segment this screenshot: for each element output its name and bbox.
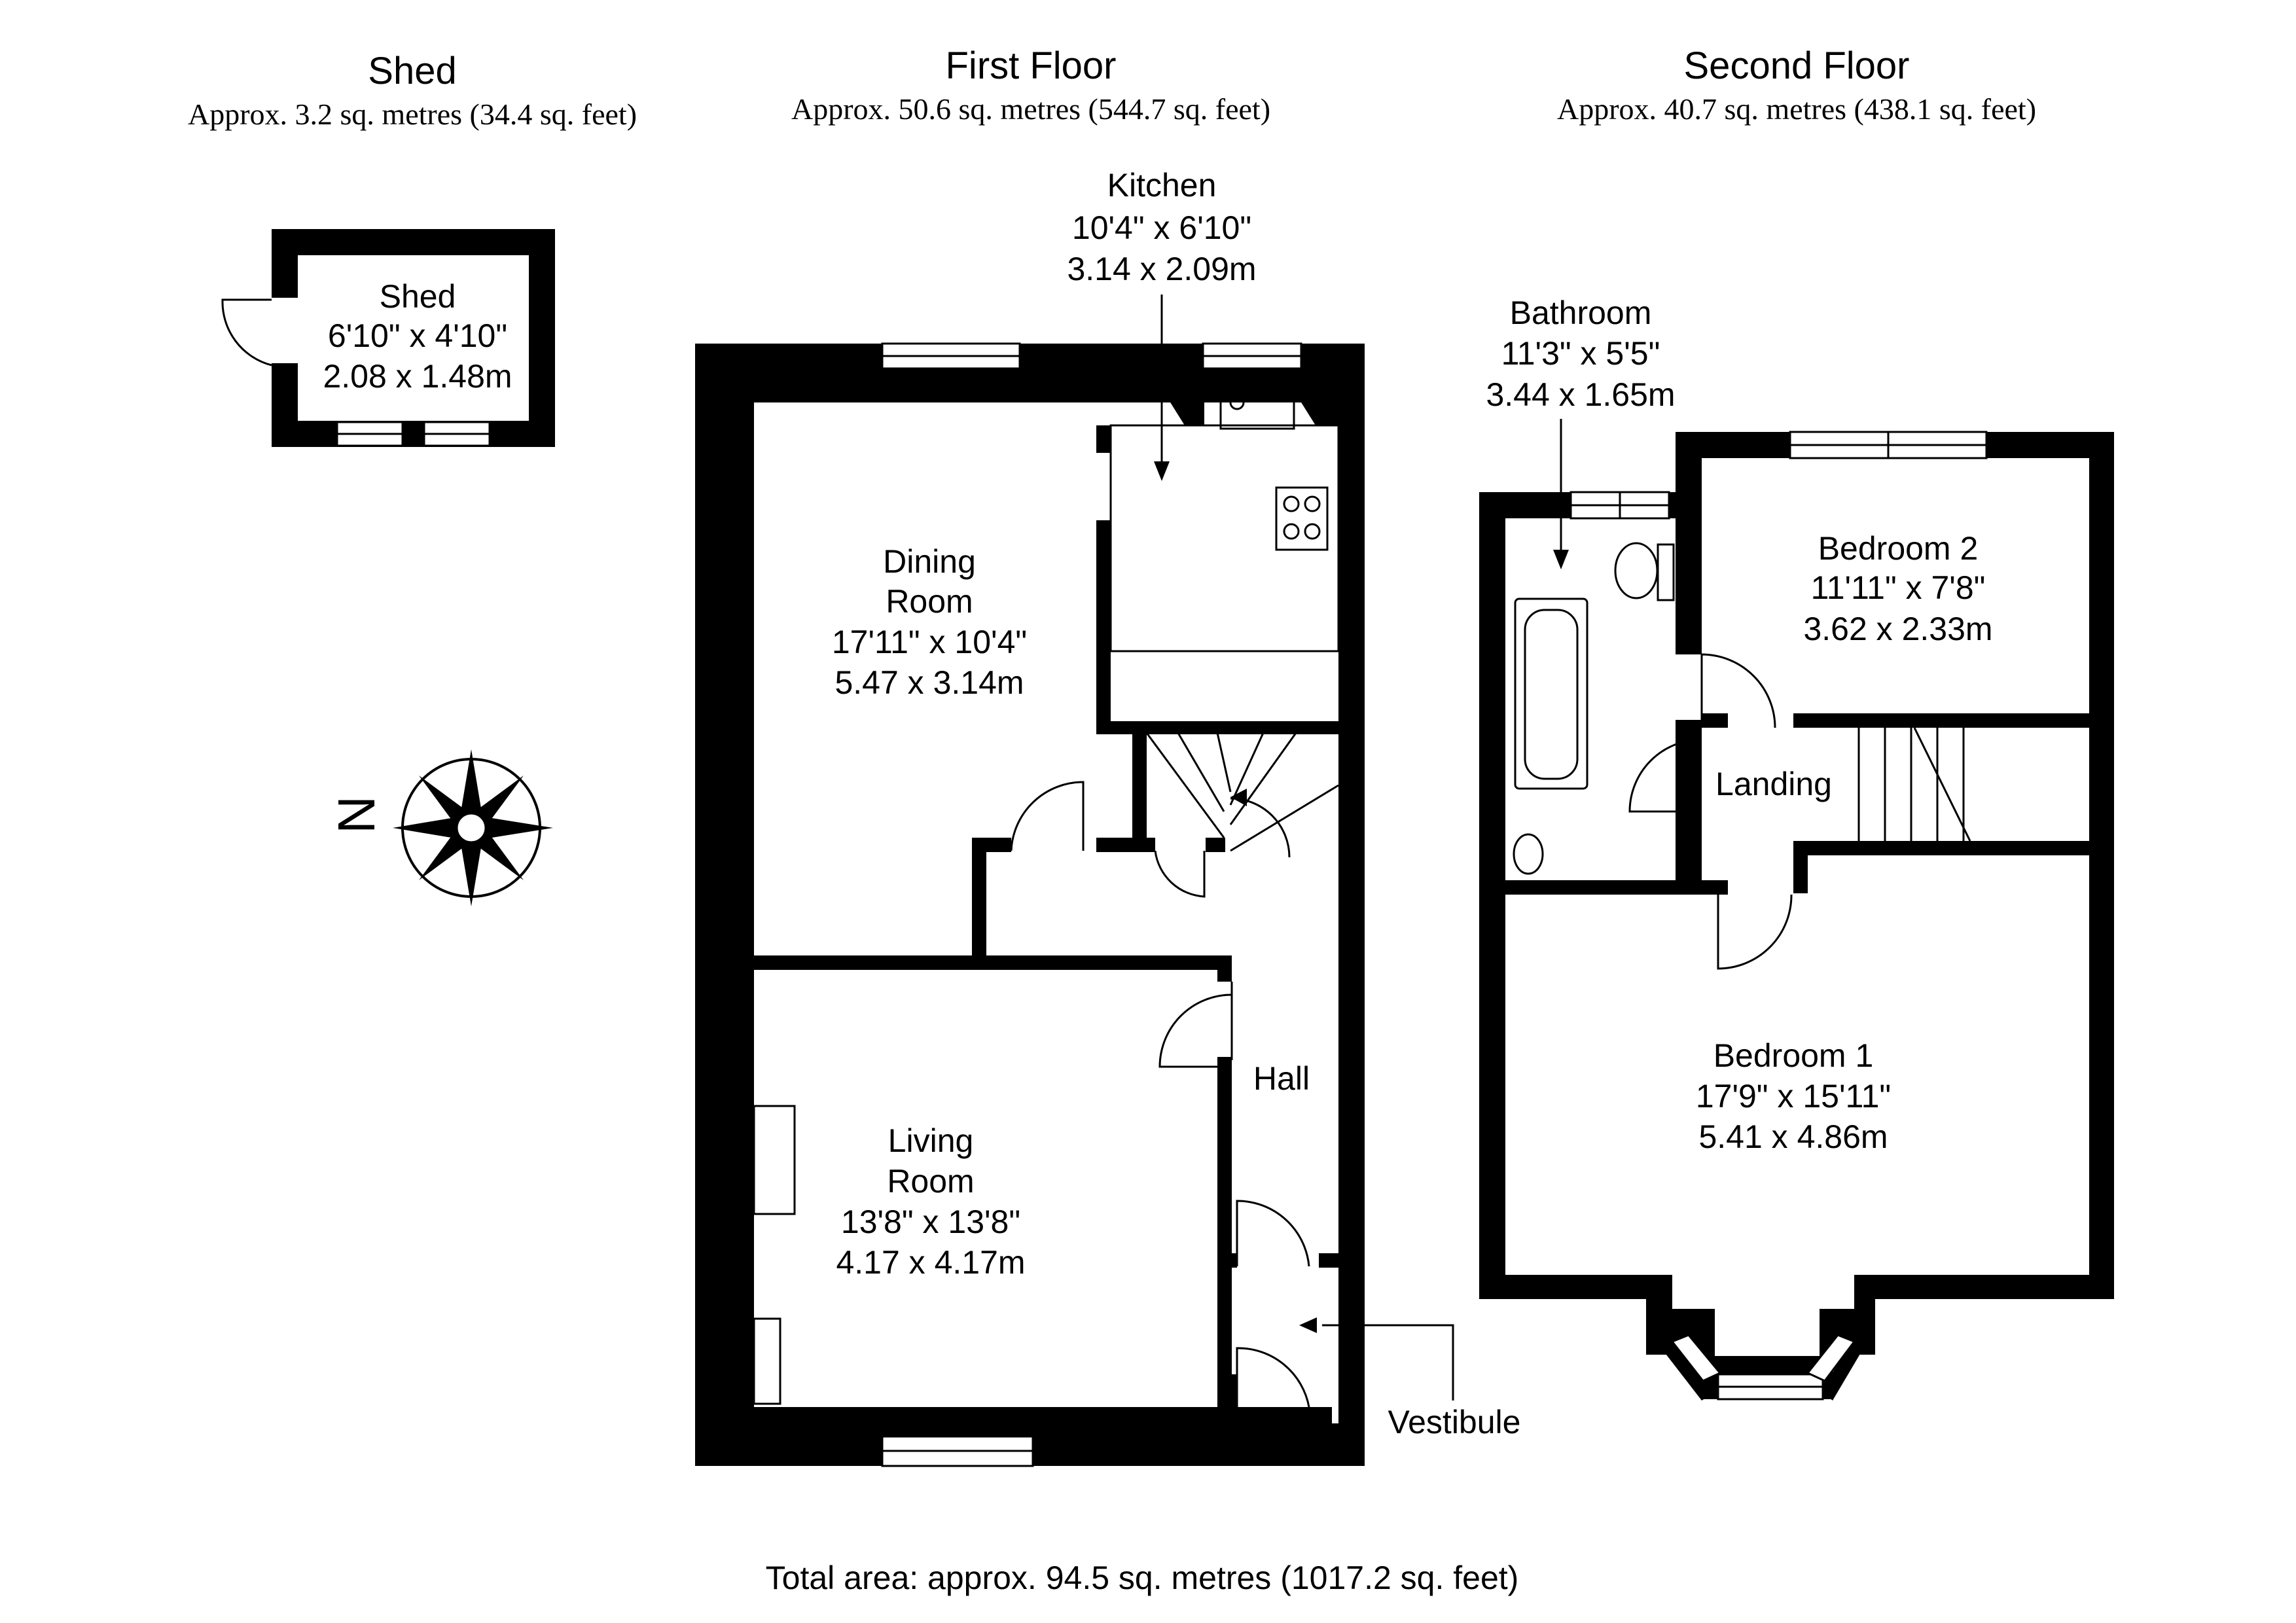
dining-door [1010, 781, 1085, 851]
bedroom1-imperial: 17'9" x 15'11" [1696, 1078, 1891, 1115]
shed-door-opening [268, 298, 301, 363]
vestibule-inner-door [1236, 1200, 1310, 1267]
first-floor-area: Approx. 50.6 sq. metres (544.7 sq. feet) [791, 92, 1270, 126]
shed-area: Approx. 3.2 sq. metres (34.4 sq. feet) [188, 98, 637, 131]
living-imperial: 13'8" x 13'8" [841, 1204, 1020, 1240]
hall-name: Hall [1253, 1060, 1310, 1097]
bedroom1-name: Bedroom 1 [1713, 1037, 1874, 1074]
total-area: Total area: approx. 94.5 sq. metres (101… [766, 1560, 1519, 1596]
compass-rose-icon: N [327, 749, 553, 906]
second-floor-plan: Bathroom 11'3" x 5'5" 3.44 x 1.65m Bedro… [1479, 294, 2114, 1400]
first-floor-title: First Floor [946, 45, 1117, 87]
bathroom-door [1628, 738, 1702, 813]
shed-title: Shed [368, 50, 456, 92]
dining-metric: 5.47 x 3.14m [834, 664, 1024, 701]
basin-icon [1513, 833, 1544, 875]
cupboard-door [1154, 850, 1206, 898]
living-name-2: Room [887, 1163, 974, 1200]
bedroom2-name: Bedroom 2 [1818, 530, 1979, 567]
shed-room-metric: 2.08 x 1.48m [323, 358, 512, 395]
bath-icon [1514, 597, 1588, 790]
first-floor-plan: Kitchen 10'4" x 6'10" 3.14 x 2.09m Dinin… [695, 167, 1521, 1467]
bedroom2-door [1700, 653, 1776, 728]
dining-imperial: 17'11" x 10'4" [832, 624, 1027, 660]
shed-header: Shed Approx. 3.2 sq. metres (34.4 sq. fe… [188, 50, 637, 131]
living-door [1158, 982, 1233, 1068]
bedroom2-metric: 3.62 x 2.33m [1803, 611, 1992, 647]
second-floor-area: Approx. 40.7 sq. metres (438.1 sq. feet) [1557, 92, 2036, 126]
bay-window-right [1806, 1334, 1856, 1382]
living-metric: 4.17 x 4.17m [836, 1244, 1025, 1281]
bathroom-imperial: 11'3" x 5'5" [1501, 335, 1660, 372]
shed-door-swing [221, 298, 272, 366]
fireplace [753, 1105, 796, 1215]
first-floor-stairs [1145, 732, 1339, 858]
bay-window-left [1670, 1334, 1722, 1382]
bedroom2-imperial: 11'11" x 7'8" [1811, 569, 1986, 606]
north-label: N [327, 796, 386, 834]
dining-name-1: Dining [883, 543, 976, 580]
shed-room-name: Shed [380, 278, 456, 315]
bedroom1-door [1717, 894, 1793, 970]
dining-name-2: Room [886, 583, 973, 620]
kitchen-sink-icon [1219, 375, 1295, 430]
bathroom-metric: 3.44 x 1.65m [1486, 376, 1675, 413]
shed-room-imperial: 6'10" x 4'10" [328, 317, 507, 354]
living-unit [753, 1317, 781, 1405]
kitchen-imperial: 10'4" x 6'10" [1072, 209, 1251, 246]
second-floor-outer-walls [1479, 432, 2114, 1399]
front-door [1236, 1347, 1310, 1408]
bathroom-name: Bathroom [1510, 294, 1652, 331]
shed-walls [272, 229, 555, 447]
landing-name: Landing [1715, 766, 1832, 802]
kitchen-metric: 3.14 x 2.09m [1067, 251, 1256, 287]
bedroom1-metric: 5.41 x 4.86m [1698, 1118, 1888, 1155]
second-floor-title: Second Floor [1684, 45, 1910, 87]
hob-icon [1275, 486, 1329, 551]
shed-plan: Shed 6'10" x 4'10" 2.08 x 1.48m [221, 229, 555, 447]
vestibule-name: Vestibule [1388, 1404, 1521, 1440]
kitchen-pointer-arrow-icon [1154, 461, 1170, 481]
entrance-arrow-icon [1257, 1414, 1309, 1456]
kitchen-name: Kitchen [1107, 167, 1217, 204]
first-floor-outer-walls [695, 344, 1365, 1466]
bathroom-pointer-arrow-icon [1553, 550, 1569, 569]
second-floor-stairs [1857, 727, 1971, 842]
second-floor-header: Second Floor Approx. 40.7 sq. metres (43… [1557, 45, 2036, 126]
first-floor-header: First Floor Approx. 50.6 sq. metres (544… [791, 45, 1270, 126]
living-name-1: Living [888, 1122, 974, 1159]
toilet-icon [1614, 542, 1659, 599]
vestibule-pointer-arrow-icon [1299, 1317, 1317, 1333]
kitchen-counter [1109, 424, 1340, 652]
